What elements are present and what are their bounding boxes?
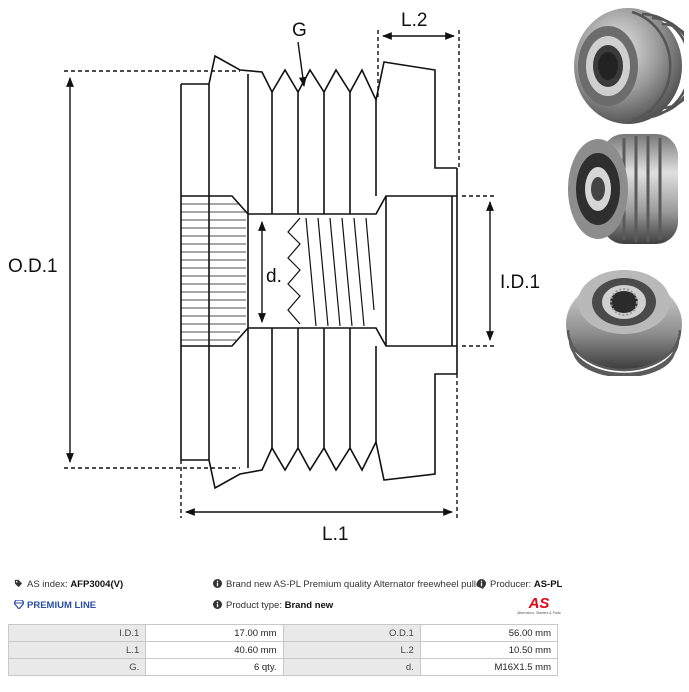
product-type: Product type: Brand new [213,600,333,611]
g-label: G [292,20,307,41]
producer-label: Producer: [490,579,532,590]
spec-label: L.2 [282,641,421,659]
as-index: AS index: AFP3004(V) [14,579,123,590]
l1-label: L.1 [322,524,348,545]
thread-profile [287,217,375,327]
pulley-side-photo [568,134,678,244]
pulley-rear-photo [566,270,682,376]
premium-line: PREMIUM LINE [13,599,97,611]
premium-line-label: PREMIUM LINE [27,600,97,611]
diamond-icon [13,599,25,610]
od1-dimension [64,70,240,469]
spec-label: I.D.1 [7,624,147,642]
pulley-outline [180,54,458,490]
table-row: G. 6 qty. d. M16X1.5 mm [7,658,559,676]
spec-value: 17.00 mm [145,624,284,642]
table-row: I.D.1 17.00 mm O.D.1 56.00 mm [7,624,559,642]
l1-dimension [180,374,458,518]
as-index-label: AS index: [27,579,68,590]
info-icon [213,579,222,588]
spec-value: 56.00 mm [419,624,559,642]
as-logo-text: AS [528,595,550,612]
id1-dimension [462,195,496,347]
product-type-label: Product type: [226,600,282,611]
spec-label: O.D.1 [282,624,421,642]
spec-label: L.1 [7,641,147,659]
as-logo-tagline: Alternators, Starters & Parts [517,611,561,615]
pulley-technical-drawing: G L.2 O.D.1 d. I.D.1 L.1 [8,10,540,545]
spec-value: M16X1.5 mm [419,658,559,676]
spline-hatching [181,203,246,341]
info-icon [477,579,486,588]
producer: Producer: AS-PL [477,579,562,590]
table-row: L.1 40.60 mm L.2 10.50 mm [7,641,559,659]
product-type-value: Brand new [284,600,334,611]
pulley-front-photo [574,8,684,124]
id1-label: I.D.1 [500,272,540,293]
od1-label: O.D.1 [8,256,58,277]
product-description: Brand new AS-PL Premium quality Alternat… [213,579,486,590]
spec-label: d. [282,658,421,676]
description-text: Brand new AS-PL Premium quality Alternat… [226,579,486,590]
g-leader [297,41,307,87]
as-index-value: AFP3004(V) [70,579,124,590]
as-pl-logo: AS Alternators, Starters & Parts [516,596,562,618]
spec-label: G. [7,658,147,676]
d-label: d. [266,266,282,287]
spec-value: 6 qty. [145,658,284,676]
spec-table: I.D.1 17.00 mm O.D.1 56.00 mm L.1 40.60 … [7,624,559,676]
info-icon [213,600,222,609]
l2-dimension [377,30,460,168]
spec-value: 40.60 mm [145,641,284,659]
spec-value: 10.50 mm [419,641,559,659]
l2-label: L.2 [401,10,427,31]
producer-value: AS-PL [533,579,563,590]
tag-icon [14,579,23,588]
